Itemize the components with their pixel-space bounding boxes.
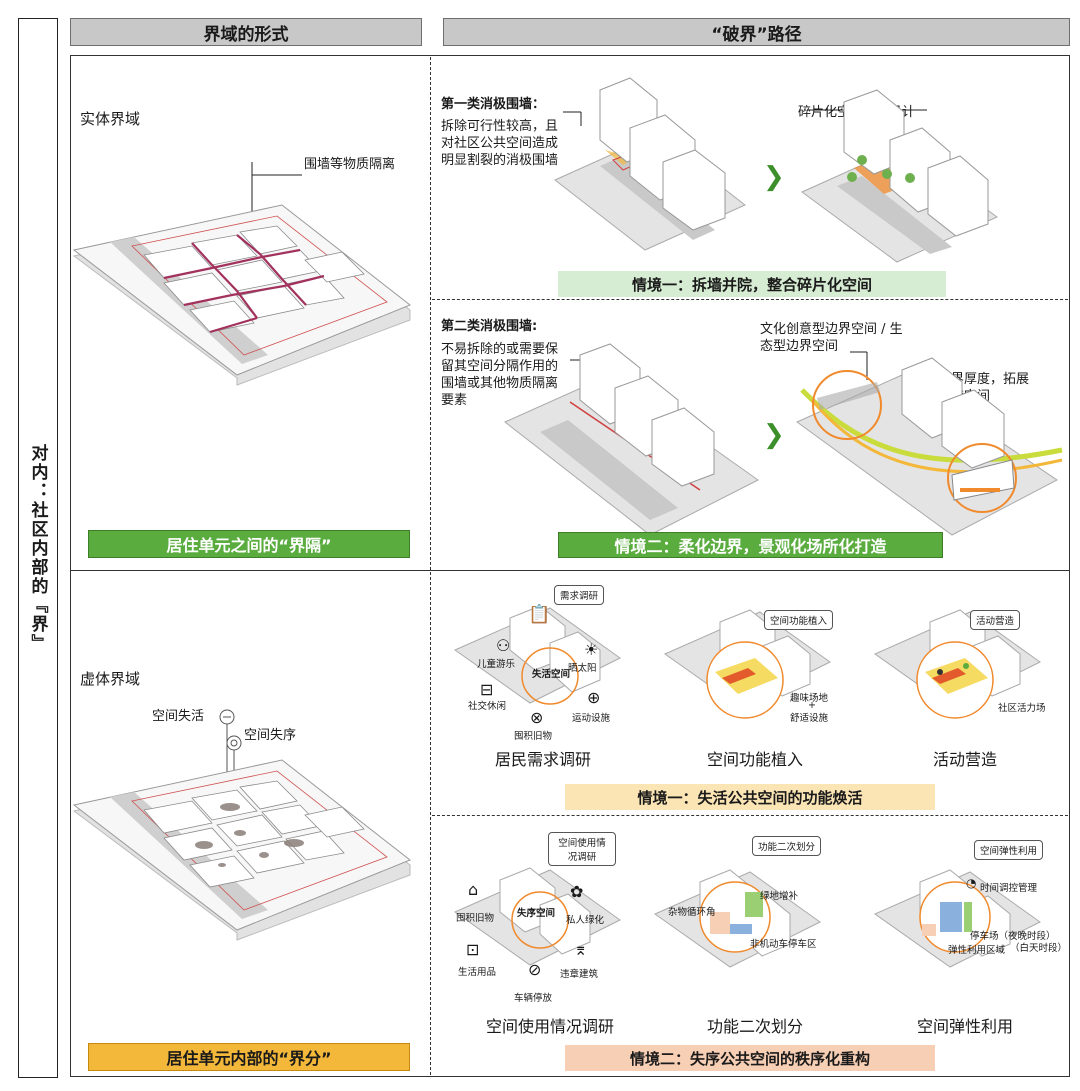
wall1-heading: 第一类消极围墙：	[441, 97, 546, 112]
wall1-before-diagram	[554, 77, 746, 251]
reorg-label-2: 非机动车停车区	[750, 939, 817, 950]
inactive-icon-label-1: 晒太阳	[568, 663, 597, 674]
inactive-bubble-activity: 活动营造	[970, 610, 1021, 630]
wall-callout: 围墙等物质隔离	[304, 157, 396, 172]
inactive-caption-2: 活动营造	[932, 750, 997, 769]
outer-frame	[70, 55, 1070, 1077]
wall2-heading: 第二类消极围墙:	[441, 319, 538, 334]
disorder-bubble-function: 功能二次划分	[752, 836, 822, 856]
function-label-0: 趣味场地	[790, 693, 829, 704]
wall2-after-diagram	[796, 351, 1063, 536]
disorder-survey-diagram	[453, 867, 621, 966]
function-label-2: 舒适设施	[790, 713, 829, 724]
dash-divider-top	[430, 57, 431, 570]
disorder-icon-label-0: 囤积旧物	[456, 913, 495, 924]
inactive-callout: 空间失活	[152, 709, 205, 724]
sports-icon: ⊕	[587, 688, 601, 707]
flex-label-1: 停车场（夜晚时段）	[970, 931, 1056, 942]
inactive-activity-diagram	[873, 609, 1041, 719]
reorg-label-0: 绿地增补	[760, 891, 799, 902]
flex-label-0: 时间调控管理	[980, 883, 1038, 894]
dash-row-divider-2	[432, 815, 1068, 816]
basket-icon: ⊡	[466, 940, 480, 959]
mid-divider	[70, 570, 1070, 571]
flex-label-3: 弹性利用区域	[948, 945, 1006, 956]
clipboard-icon: 📋	[528, 604, 551, 625]
solid-boundary-title: 实体界域	[80, 110, 141, 128]
disorder-bubble-flexible: 空间弹性利用	[974, 840, 1044, 860]
playground-icon: ⚇	[496, 636, 511, 655]
wall2-before-diagram	[504, 343, 759, 536]
plant-icon: ✿	[570, 882, 584, 901]
disorder-callout: 空间失序	[244, 728, 297, 743]
clock-icon: ◔	[966, 876, 977, 890]
side-label: 对内：社区内部的『界』	[27, 443, 48, 653]
vehicle-icon: ⊘	[528, 960, 542, 979]
reorg-label-1: 杂物循环角	[668, 907, 716, 918]
inactive-icon-label-4: 囤积旧物	[514, 731, 553, 742]
wall1-arrow-icon: ❯	[763, 162, 785, 192]
wall2-desc: 不易拆除的或需要保留其空间分隔作用的围墙或其他物质隔离要素	[441, 342, 559, 408]
storage-icon: ⊗	[530, 708, 544, 727]
bench-icon: ⊟	[480, 680, 494, 699]
disorder-flexible-diagram	[873, 869, 1041, 968]
wall2-callout-a: 文化创意型边界空间 / 生态型边界空间	[760, 322, 903, 354]
disorder-icon-label-4: 车辆停放	[514, 993, 553, 1004]
gift-icon: ⌂	[468, 880, 479, 899]
virtual-boundary-banner: 居住单元内部的“界分”	[88, 1043, 410, 1071]
solid-boundary-site-plan	[72, 162, 411, 386]
solid-boundary-banner: 居住单元之间的“界隔”	[88, 530, 410, 558]
disorder-caption-1: 功能二次划分	[706, 1017, 803, 1036]
inactive-banner: 情境一：失活公共空间的功能焕活	[565, 784, 935, 810]
dash-row-divider-1	[432, 299, 1068, 300]
inactive-survey-diagram	[453, 605, 621, 705]
inactive-icon-label-2: 社交休闲	[468, 701, 507, 712]
disorder-icon-label-1: 私人绿化	[566, 915, 605, 926]
wall1-after-diagram	[801, 89, 998, 263]
wall2-banner: 情境二：柔化边界，景观化场所化打造	[558, 532, 943, 558]
disorder-caption-0: 空间使用情况调研	[485, 1017, 614, 1036]
inactive-bubble-function: 空间功能植入	[764, 610, 834, 630]
inactive-caption-0: 居民需求调研	[494, 750, 591, 769]
disorder-banner: 情境二：失序公共空间的秩序化重构	[565, 1045, 935, 1071]
side-label-box: 对内：社区内部的『界』	[18, 18, 58, 1078]
wall1-banner: 情境一：拆墙并院，整合碎片化空间	[558, 271, 946, 297]
dash-divider-bottom	[430, 572, 431, 1075]
inactive-function-diagram	[663, 609, 831, 719]
wall1-desc: 拆除可行性较高，且对社区公共空间造成明显割裂的消极围墙	[441, 119, 559, 168]
disorder-icon-label-2: 生活用品	[458, 967, 497, 978]
shed-icon: ⌆	[574, 940, 588, 959]
disorder-icon-label-3: 违章建筑	[560, 969, 599, 980]
sun-icon: ☀	[584, 640, 599, 659]
function-label-1: +	[808, 700, 816, 711]
disorder-center-label: 失序空间	[517, 908, 556, 919]
inactive-icon-label-3: 运动设施	[572, 713, 611, 724]
inactive-icon-label-0: 儿童游乐	[477, 659, 516, 670]
virtual-boundary-site-plan	[72, 709, 411, 941]
activity-label: 社区活力场	[998, 703, 1046, 714]
disorder-function-diagram	[653, 869, 821, 968]
flex-label-2: （白天时段）	[1010, 943, 1068, 954]
inactive-caption-1: 空间功能植入	[706, 750, 803, 769]
virtual-boundary-title: 虚体界域	[80, 670, 141, 688]
inactive-bubble-survey: 需求调研	[554, 585, 605, 605]
wall2-arrow-icon: ❯	[763, 420, 785, 450]
header-left: 界域的形式	[70, 18, 422, 46]
inactive-center-label: 失活空间	[532, 669, 571, 680]
disorder-caption-2: 空间弹性利用	[916, 1017, 1013, 1036]
disorder-bubble-survey: 空间使用情况调研	[548, 832, 616, 866]
header-right: “破界”路径	[443, 18, 1070, 46]
